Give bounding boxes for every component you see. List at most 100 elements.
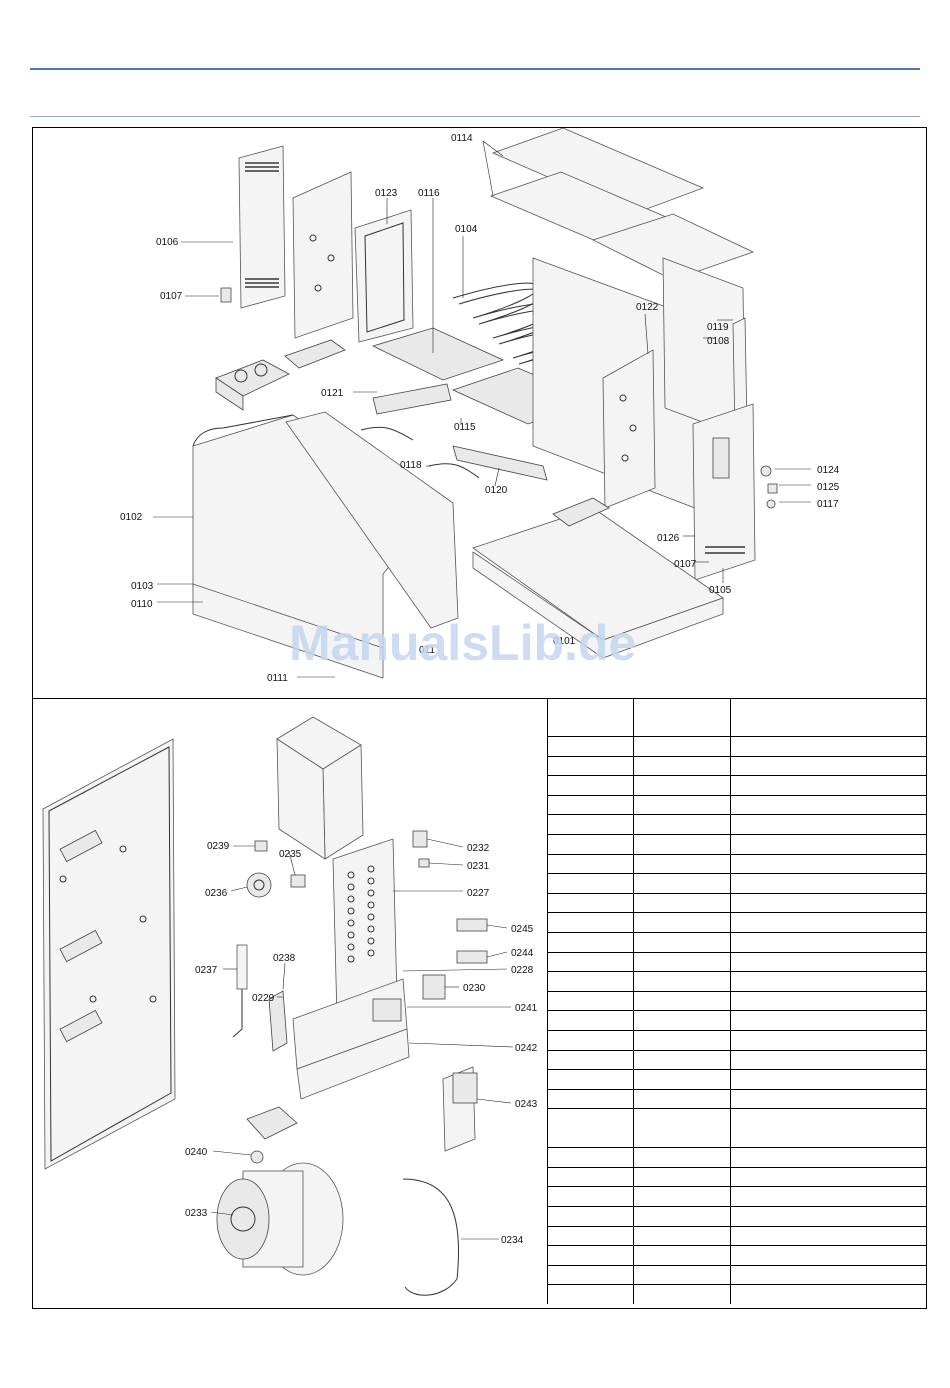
table-row <box>547 775 927 796</box>
callout-0104: 0104 <box>455 224 478 235</box>
callout-0107-b: 0107 <box>674 559 697 570</box>
bottom-leader-lines <box>210 838 514 1240</box>
callout-0106: 0106 <box>156 237 179 248</box>
side-panel-left <box>238 145 286 309</box>
callout-0242: 0242 <box>515 1043 538 1054</box>
end-panel-0105 <box>692 403 756 581</box>
lid-panels <box>489 128 755 281</box>
sensor-0237 <box>232 944 248 1038</box>
table-row <box>547 1226 927 1247</box>
callout-0103: 0103 <box>131 581 154 592</box>
terminal-rails <box>332 838 398 1020</box>
cap-0117 <box>766 499 776 509</box>
part-0232 <box>412 830 428 848</box>
callout-0126: 0126 <box>657 533 680 544</box>
terminal-block <box>215 359 290 411</box>
section-divider <box>33 698 926 699</box>
callout-0110: 0110 <box>131 599 153 610</box>
table-row <box>547 971 927 992</box>
unit-exploded-diagram: 0114 0123 0116 0104 0106 0107 0122 0119 … <box>120 128 840 684</box>
callout-0239: 0239 <box>207 841 230 852</box>
fan-motor-0233 <box>216 1162 344 1276</box>
control-box-exploded-diagram: 0239 0235 0232 0231 0236 0227 0245 0244 … <box>42 716 538 1296</box>
table-row <box>547 736 927 757</box>
callout-0121: 0121 <box>321 388 344 399</box>
callout-0115: 0115 <box>454 422 476 433</box>
top-callout-labels: 0114 0123 0116 0104 0106 0107 0122 0119 … <box>120 133 840 684</box>
rail-0120 <box>452 445 548 481</box>
table-row <box>547 756 927 777</box>
callout-0238: 0238 <box>273 953 296 964</box>
exploded-view-frame: 0114 0123 0116 0104 0106 0107 0122 0119 … <box>32 127 927 1309</box>
bracket-0229 <box>268 990 288 1052</box>
part-0231 <box>418 858 430 868</box>
table-row <box>547 1265 927 1286</box>
callout-0243: 0243 <box>515 1099 538 1110</box>
callout-0245: 0245 <box>511 924 534 935</box>
callout-0107: 0107 <box>160 291 183 302</box>
baseplate <box>472 497 724 659</box>
part-0235 <box>290 874 306 888</box>
callout-011: 011 <box>419 645 435 656</box>
mounting-plate <box>42 738 176 1170</box>
relay-0245 <box>456 918 488 932</box>
frame-0123 <box>354 209 414 343</box>
top-shroud <box>276 716 364 860</box>
table-row <box>547 1010 927 1031</box>
callout-0125: 0125 <box>817 482 840 493</box>
table-row <box>547 932 927 953</box>
callout-0102: 0102 <box>120 512 143 523</box>
callout-0101: 0101 <box>553 636 576 647</box>
table-row <box>547 1050 927 1071</box>
part-0239 <box>254 840 268 852</box>
rail-0121 <box>372 383 452 415</box>
table-row <box>547 1284 927 1305</box>
callout-0108: 0108 <box>707 336 730 347</box>
parts-table <box>547 699 927 1305</box>
cable-clip <box>360 426 414 441</box>
callout-0117: 0117 <box>817 499 839 510</box>
cable-0118 <box>428 463 480 479</box>
reflector-plate <box>371 327 505 381</box>
control-plate <box>292 171 354 339</box>
callout-0234: 0234 <box>501 1235 524 1246</box>
control-tray <box>292 978 410 1100</box>
callout-0111: 0111 <box>267 673 288 684</box>
table-row <box>547 873 927 894</box>
callout-0120: 0120 <box>485 485 508 496</box>
callout-0240: 0240 <box>185 1147 208 1158</box>
callout-0233: 0233 <box>185 1208 208 1219</box>
knob-0124 <box>760 465 772 477</box>
clip-0125 <box>767 483 778 494</box>
part-0230 <box>422 974 446 1000</box>
callout-0235: 0235 <box>279 849 302 860</box>
relay-0244 <box>456 950 488 964</box>
callout-0236: 0236 <box>205 888 228 899</box>
callout-0229: 0229 <box>252 993 275 1004</box>
table-row <box>547 1245 927 1266</box>
table-row <box>547 991 927 1012</box>
grille-front-0103 <box>192 583 384 679</box>
callout-0230: 0230 <box>463 983 486 994</box>
header-subrule <box>30 116 920 117</box>
callout-0116: 0116 <box>418 188 440 199</box>
part-0240 <box>250 1150 264 1164</box>
callout-0231: 0231 <box>467 861 490 872</box>
table-row <box>547 1069 927 1090</box>
callout-0124: 0124 <box>817 465 840 476</box>
bracket-0107 <box>220 287 232 303</box>
callout-0228: 0228 <box>511 965 534 976</box>
table-row <box>547 795 927 816</box>
watermark: ManualsLib.de <box>289 615 636 671</box>
table-row <box>547 1089 927 1110</box>
transformer-0243 <box>442 1066 478 1152</box>
callout-0244: 0244 <box>511 948 534 959</box>
table-row <box>547 1147 927 1168</box>
table-row <box>547 893 927 914</box>
insulation-pad <box>284 339 346 369</box>
callout-0118: 0118 <box>400 460 422 471</box>
header-rule <box>30 68 920 70</box>
table-header-row <box>547 699 927 737</box>
bottom-callout-labels: 0239 0235 0232 0231 0236 0227 0245 0244 … <box>185 841 538 1246</box>
callout-0114: 0114 <box>451 133 473 144</box>
